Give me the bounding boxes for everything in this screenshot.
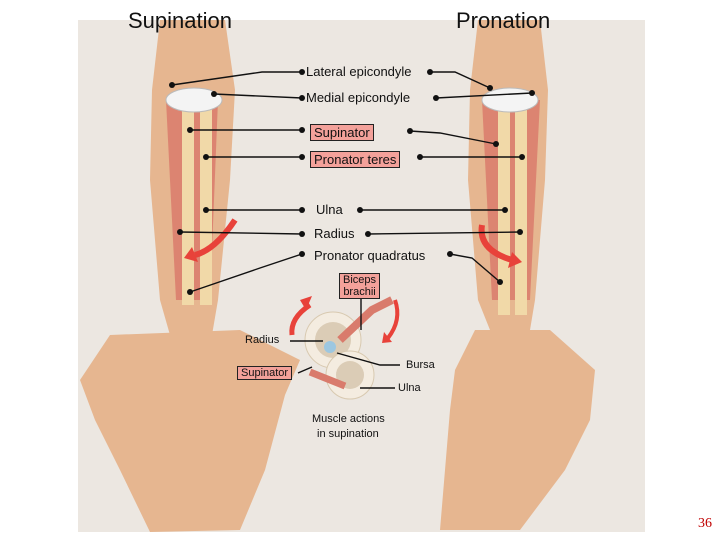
left-supination-arrow [194, 218, 238, 258]
left-elbow-joint [165, 87, 223, 113]
supination-title: Supination [128, 8, 232, 33]
label-pronator-teres: Pronator teres [310, 151, 401, 168]
left-hand [80, 330, 300, 532]
inset-supinator-muscle [308, 368, 347, 390]
leader-dots [169, 69, 535, 295]
left-arrowhead [184, 247, 198, 262]
inset-biceps-line2: brachii [343, 286, 376, 298]
right-hand [440, 330, 595, 530]
inset-caption-line2: in supination [317, 428, 379, 440]
left-radius-bone [200, 100, 212, 305]
right-muscles [482, 100, 540, 300]
label-lateral-epicondyle: Lateral epicondyle [306, 64, 412, 79]
right-arrowhead [508, 252, 522, 268]
pronation-title: Pronation [456, 8, 551, 33]
inset-label-biceps-brachii: Biceps brachii [339, 273, 381, 299]
inset-label-bursa: Bursa [406, 359, 435, 371]
inset-bursa [324, 341, 336, 353]
page-number: 36 [698, 516, 712, 531]
inset-caption: Muscle actions in supination [312, 412, 385, 442]
inset-biceps-tendon [337, 296, 394, 343]
supination-inset [289, 296, 400, 400]
inset-label-supinator: Supinator [237, 366, 293, 380]
label-ulna: Ulna [316, 202, 343, 217]
left-forearm [80, 20, 300, 532]
right-radius-bone [515, 100, 527, 315]
label-radius: Radius [314, 226, 355, 241]
label-medial-epicondyle: Medial epicondyle [306, 90, 411, 105]
inset-label-ulna: Ulna [398, 382, 421, 394]
right-pronation-arrow [478, 224, 513, 263]
label-supinator: Supinator [310, 124, 374, 141]
right-forearm [440, 20, 595, 530]
inset-caption-line1: Muscle actions [312, 413, 385, 425]
inset-biceps-line1: Biceps [343, 274, 377, 286]
leader-lines [171, 71, 533, 389]
inset-label-radius: Radius [245, 334, 280, 346]
label-pronator-quadratus: Pronator quadratus [314, 248, 426, 263]
